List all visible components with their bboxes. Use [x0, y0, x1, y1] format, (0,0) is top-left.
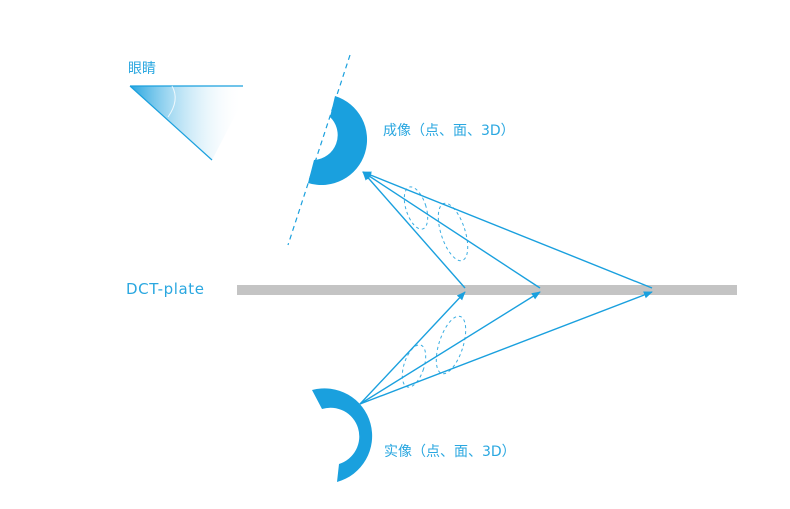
real-object-label: 实像（点、面、3D） [384, 444, 516, 460]
eye-cone-icon [129, 85, 243, 161]
crescent-object-icon [312, 388, 373, 482]
angle-arcs-upper [403, 186, 469, 262]
reflected-rays [362, 171, 653, 289]
dct-plate-bar [237, 285, 737, 295]
formed-image-label: 成像（点、面、3D） [383, 123, 515, 139]
image-plane-dashed-line [287, 54, 351, 246]
plate-label: DCT-plate [126, 280, 205, 298]
incident-rays [359, 291, 653, 405]
eye-label: 眼睛 [128, 61, 156, 77]
crescent-image-icon [308, 96, 368, 186]
